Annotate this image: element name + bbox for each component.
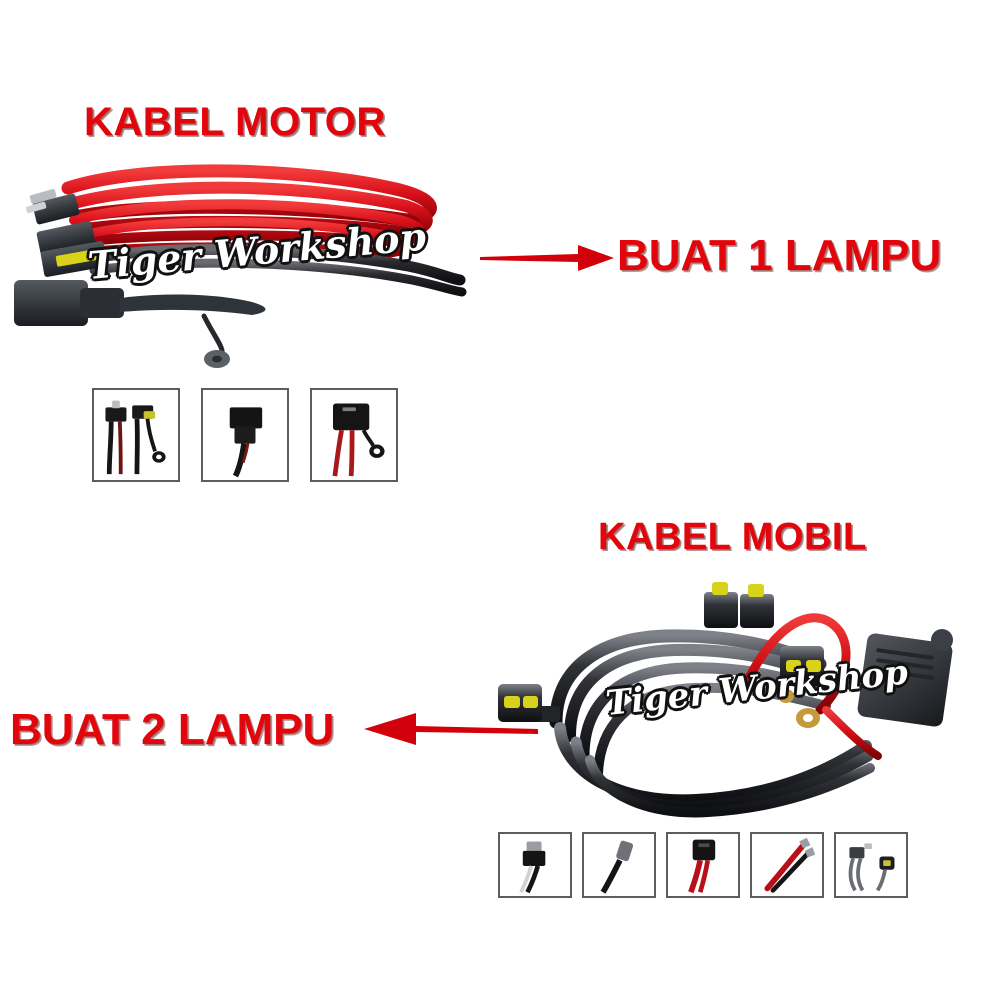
thumb-motor-connector[interactable] <box>201 388 289 482</box>
callout-buat-1-lampu: BUAT 1 LAMPU <box>617 231 942 280</box>
arrow-to-two-lamp <box>360 707 540 753</box>
heading-kabel-mobil: KABEL MOBIL <box>598 516 867 558</box>
callout-buat-2-lampu: BUAT 2 LAMPU <box>10 705 335 754</box>
thumb-mobil-connector-grey[interactable] <box>498 832 572 898</box>
car-harness-photo <box>490 560 970 840</box>
thumb-mobil-cable-assembly[interactable] <box>834 832 908 898</box>
motorcycle-thumbnail-strip <box>92 388 398 482</box>
thumb-motor-relay-ring[interactable] <box>310 388 398 482</box>
car-thumbnail-strip <box>498 832 908 898</box>
thumb-mobil-wire-pair[interactable] <box>750 832 824 898</box>
thumb-motor-full-harness[interactable] <box>92 388 180 482</box>
arrow-to-one-lamp <box>478 236 618 280</box>
thumb-mobil-relay-red[interactable] <box>666 832 740 898</box>
thumb-mobil-plug[interactable] <box>582 832 656 898</box>
motorcycle-harness-photo <box>8 140 468 380</box>
heading-kabel-motor: KABEL MOTOR <box>84 100 386 144</box>
